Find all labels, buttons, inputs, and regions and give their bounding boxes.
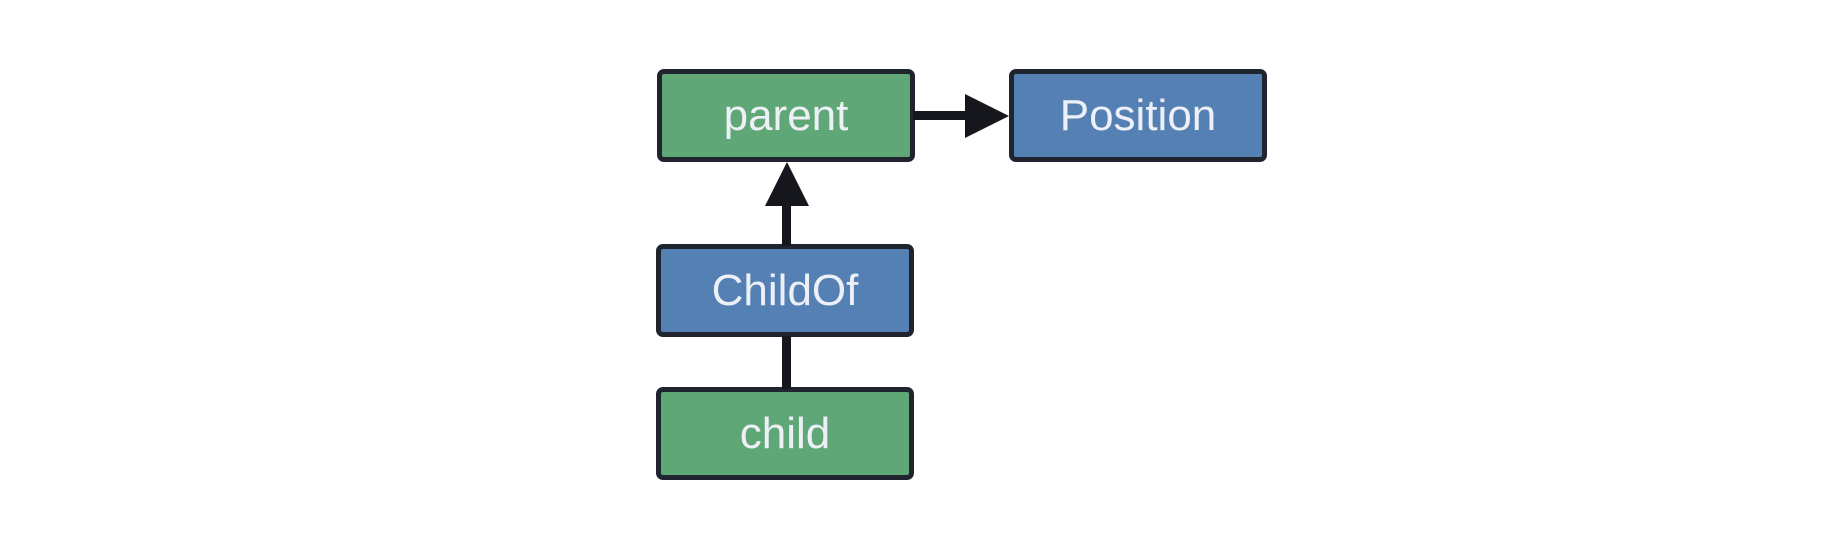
connector-line (782, 336, 791, 389)
node-child-label: child (739, 408, 831, 458)
arrow-shaft (782, 200, 791, 246)
arrowhead-right-icon (965, 94, 1009, 138)
node-position: Position (1009, 69, 1267, 162)
node-childof-label: ChildOf (711, 265, 859, 315)
node-parent: parent (657, 69, 915, 162)
node-position-label: Position (1059, 90, 1217, 140)
node-child: child (656, 387, 914, 480)
node-childof: ChildOf (656, 244, 914, 337)
arrow-shaft (913, 111, 971, 120)
node-parent-label: parent (723, 90, 849, 140)
arrowhead-up-icon (765, 162, 809, 206)
